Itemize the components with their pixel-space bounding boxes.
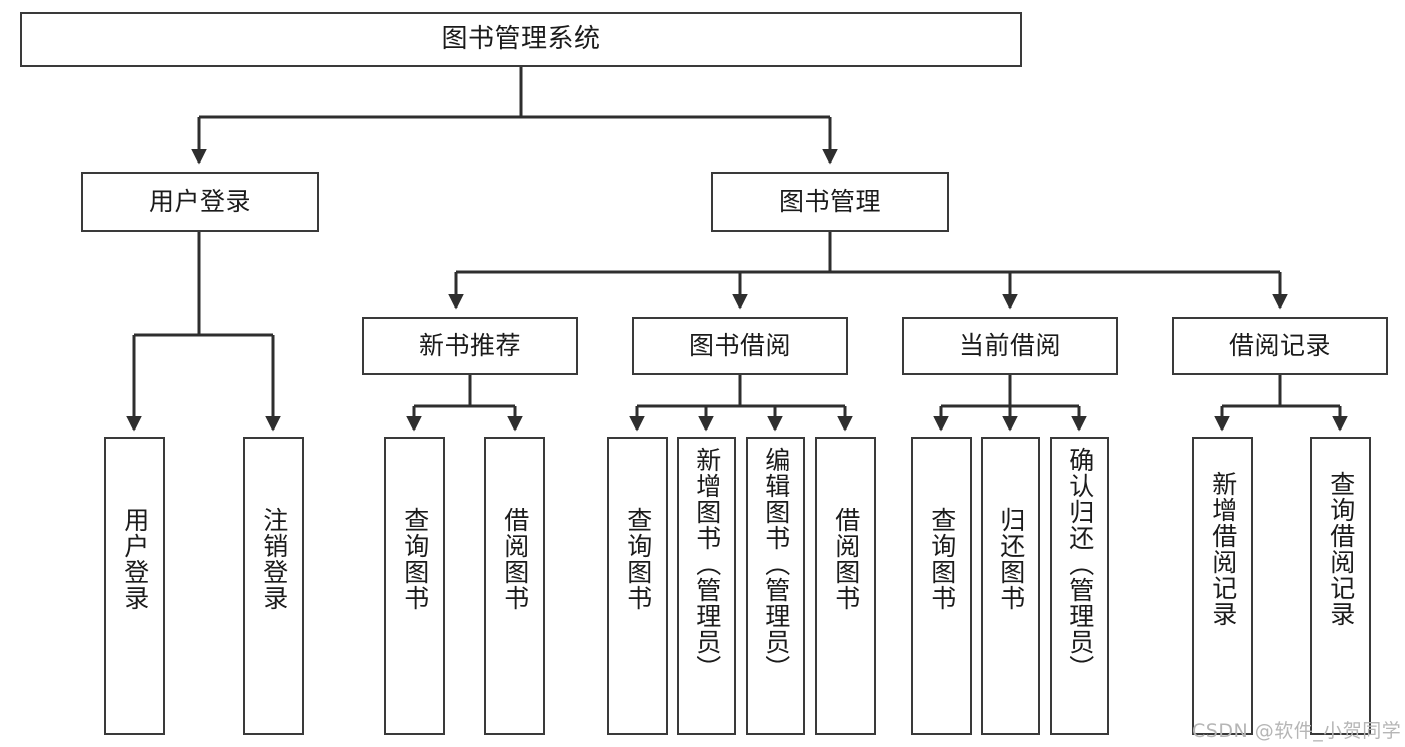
node-new-book-recommend[interactable]: 新书推荐 [362,317,578,375]
node-current-borrow-label: 当前借阅 [958,331,1061,361]
node-leaf-add-book-label: 新增图书（管理员） [692,447,722,681]
node-borrow-record-label: 借阅记录 [1228,331,1331,361]
node-user-login-label: 用户登录 [148,187,251,217]
node-current-borrow[interactable]: 当前借阅 [902,317,1118,375]
node-leaf-query-book-2[interactable]: 查询图书 [607,437,668,735]
node-leaf-borrow-book-2-label: 借阅图书 [831,507,861,611]
node-book-manage-label: 图书管理 [778,187,881,217]
node-leaf-borrow-book-1-label: 借阅图书 [500,507,530,611]
node-leaf-return-book[interactable]: 归还图书 [981,437,1040,735]
node-leaf-user-logout[interactable]: 注销登录 [243,437,304,735]
node-root[interactable]: 图书管理系统 [20,12,1022,67]
node-leaf-confirm-return-label: 确认归还（管理员） [1065,447,1095,681]
node-leaf-query-record-label: 查询借阅记录 [1326,471,1356,627]
node-leaf-query-book-3-label: 查询图书 [927,507,957,611]
node-leaf-add-book[interactable]: 新增图书（管理员） [677,437,736,735]
node-leaf-confirm-return[interactable]: 确认归还（管理员） [1050,437,1109,735]
node-book-borrow-label: 图书借阅 [688,331,791,361]
node-leaf-query-book-2-label: 查询图书 [623,507,653,611]
node-user-login[interactable]: 用户登录 [81,172,319,232]
node-leaf-query-record[interactable]: 查询借阅记录 [1310,437,1371,735]
node-book-manage[interactable]: 图书管理 [711,172,949,232]
node-leaf-add-record[interactable]: 新增借阅记录 [1192,437,1253,735]
node-leaf-borrow-book-2[interactable]: 借阅图书 [815,437,876,735]
node-leaf-borrow-book-1[interactable]: 借阅图书 [484,437,545,735]
node-leaf-query-book-3[interactable]: 查询图书 [911,437,972,735]
node-root-label: 图书管理系统 [441,24,601,55]
node-book-borrow[interactable]: 图书借阅 [632,317,848,375]
node-leaf-edit-book[interactable]: 编辑图书（管理员） [746,437,805,735]
node-leaf-user-login-label: 用户登录 [120,507,150,611]
node-leaf-return-book-label: 归还图书 [996,507,1026,611]
node-leaf-query-book-1-label: 查询图书 [400,507,430,611]
node-leaf-user-logout-label: 注销登录 [259,507,289,611]
node-leaf-add-record-label: 新增借阅记录 [1208,471,1238,627]
watermark: CSDN @软件_小贺同学 [1192,720,1402,742]
node-leaf-query-book-1[interactable]: 查询图书 [384,437,445,735]
node-borrow-record[interactable]: 借阅记录 [1172,317,1388,375]
node-leaf-edit-book-label: 编辑图书（管理员） [761,447,791,681]
node-leaf-user-login[interactable]: 用户登录 [104,437,165,735]
node-new-book-recommend-label: 新书推荐 [418,331,521,361]
